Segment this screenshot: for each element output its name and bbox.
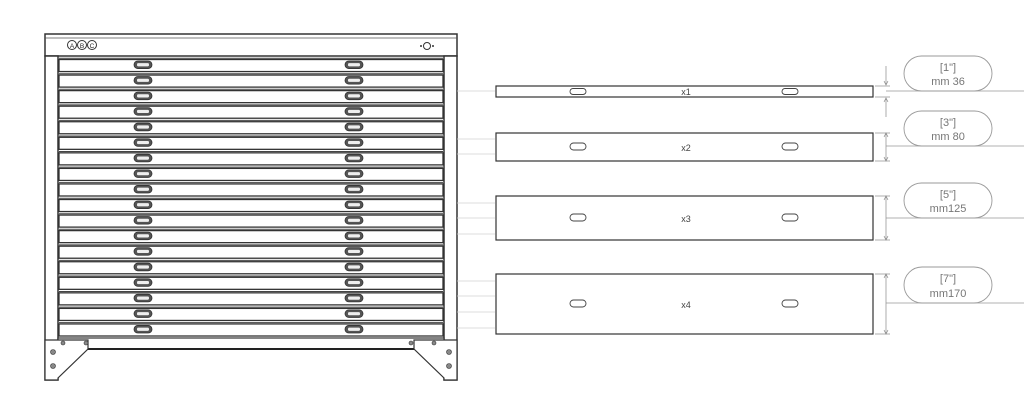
drawer-handle-icon[interactable]: [133, 107, 153, 116]
drawer-front[interactable]: [58, 166, 444, 182]
qty-label: x2: [681, 143, 691, 153]
drawer-handle-icon[interactable]: [133, 153, 153, 163]
inch-label: [7"]: [940, 273, 956, 285]
drawer-handle-icon[interactable]: [344, 262, 364, 272]
qty-label: x1: [681, 87, 691, 97]
drawer-handle-icon[interactable]: [133, 262, 153, 272]
drawer-front[interactable]: [58, 151, 444, 166]
drawer-front[interactable]: [58, 306, 444, 322]
drawer-front[interactable]: [58, 88, 444, 104]
drawer-handle-icon[interactable]: [133, 293, 153, 303]
drawer-handle-icon[interactable]: [133, 185, 153, 194]
drawer-handle-icon[interactable]: [344, 231, 364, 241]
size-tag-3in: [3"] mm 80: [903, 110, 993, 147]
mm-label: mm170: [930, 288, 967, 300]
mm-label: mm 80: [931, 131, 965, 143]
mm-label: mm125: [930, 203, 967, 215]
drawer-front[interactable]: [58, 119, 444, 135]
drawer-handle-icon[interactable]: [344, 153, 364, 163]
drawer-handle-icon[interactable]: [344, 107, 364, 116]
drawer-front[interactable]: [58, 213, 444, 228]
drawer-handle-icon[interactable]: [344, 200, 364, 209]
drawer-handle-icon[interactable]: [133, 200, 153, 209]
drawer-front[interactable]: [58, 135, 444, 150]
drawer-handle-icon[interactable]: [344, 169, 364, 178]
drawer-front[interactable]: [58, 182, 444, 197]
cabinet-top-cap: [44, 33, 458, 57]
drawer-handle-icon[interactable]: [133, 122, 153, 132]
drawer-front[interactable]: [58, 197, 444, 213]
drawer-handle-icon[interactable]: [344, 138, 364, 147]
drawer-front[interactable]: [58, 322, 444, 337]
mm-label: mm 36: [931, 76, 965, 88]
drawer-front[interactable]: [58, 228, 444, 244]
drawer-handle-icon[interactable]: [133, 169, 153, 178]
drawer-handle-icon[interactable]: [344, 122, 364, 132]
drawer-handle-icon[interactable]: [133, 231, 153, 241]
drawer-handle-icon[interactable]: [344, 247, 364, 256]
drawer-front[interactable]: [58, 73, 444, 88]
drawer-handle-icon[interactable]: [344, 185, 364, 194]
right-leg: [408, 339, 458, 381]
cabinet-front-view: A B C: [44, 33, 458, 381]
inch-label: [1"]: [940, 62, 956, 74]
slot-icon: [781, 299, 799, 308]
slot-icon: [781, 213, 799, 222]
drawer-front[interactable]: [58, 275, 444, 290]
inch-label: [5"]: [940, 189, 956, 201]
drawer-profile-7in: x4 [7"] mm170: [495, 266, 1024, 335]
drawer-front[interactable]: [58, 259, 444, 275]
drawer-handle-icon[interactable]: [133, 91, 153, 101]
drawer-handle-icon[interactable]: [344, 309, 364, 318]
slot-icon: [569, 213, 587, 222]
drawer-handle-icon[interactable]: [344, 293, 364, 303]
left-post: [44, 55, 59, 381]
leader-lines: [457, 90, 495, 329]
inch-label: [3"]: [940, 117, 956, 129]
right-post: [443, 55, 458, 381]
drawer-handle-icon[interactable]: [344, 76, 364, 85]
size-tag-5in: [5"] mm125: [903, 182, 993, 219]
drawer-handle-icon[interactable]: [133, 76, 153, 85]
drawer-handle-icon[interactable]: [344, 325, 364, 334]
drawer-profile-5in: x3 [5"] mm125: [495, 182, 1024, 241]
drawer-handle-icon[interactable]: [344, 91, 364, 101]
drawer-stack: [58, 57, 444, 337]
base-plinth: [57, 337, 445, 350]
drawer-handle-icon[interactable]: [344, 216, 364, 225]
slot-icon: [569, 88, 587, 95]
drawer-front[interactable]: [58, 244, 444, 259]
size-tag-1in: [1"] mm 36: [903, 55, 993, 92]
size-tag-7in: [7"] mm170: [903, 266, 993, 304]
drawer-profile-1in: x1 [1"] mm 36: [495, 55, 1024, 117]
drawer-handle-icon[interactable]: [133, 309, 153, 318]
drawer-front[interactable]: [58, 104, 444, 119]
drawer-handle-icon[interactable]: [133, 138, 153, 147]
drawer-handle-icon[interactable]: [344, 278, 364, 287]
qty-label: x4: [681, 300, 691, 310]
drawer-handle-icon[interactable]: [133, 325, 153, 334]
slot-icon: [781, 142, 799, 151]
slot-icon: [569, 142, 587, 151]
drawer-handle-icon[interactable]: [133, 247, 153, 256]
drawer-front[interactable]: [58, 291, 444, 306]
lock-keyhole-icon[interactable]: [420, 42, 434, 50]
left-leg: [44, 339, 89, 381]
drawer-handle-icon[interactable]: [344, 60, 364, 69]
drawer-handle-icon[interactable]: [133, 216, 153, 225]
abc-badges: A B C: [67, 40, 97, 50]
qty-label: x3: [681, 214, 691, 224]
badge-b: B: [80, 43, 84, 50]
slot-icon: [569, 299, 587, 308]
drawer-handle-icon[interactable]: [133, 278, 153, 287]
slot-icon: [781, 88, 799, 95]
drawer-handle-icon[interactable]: [133, 60, 153, 69]
badge-c: C: [90, 43, 95, 50]
drawer-front[interactable]: [58, 57, 444, 73]
badge-a: A: [70, 43, 75, 50]
drawer-profile-3in: x2 [3"] mm 80: [495, 110, 1024, 162]
